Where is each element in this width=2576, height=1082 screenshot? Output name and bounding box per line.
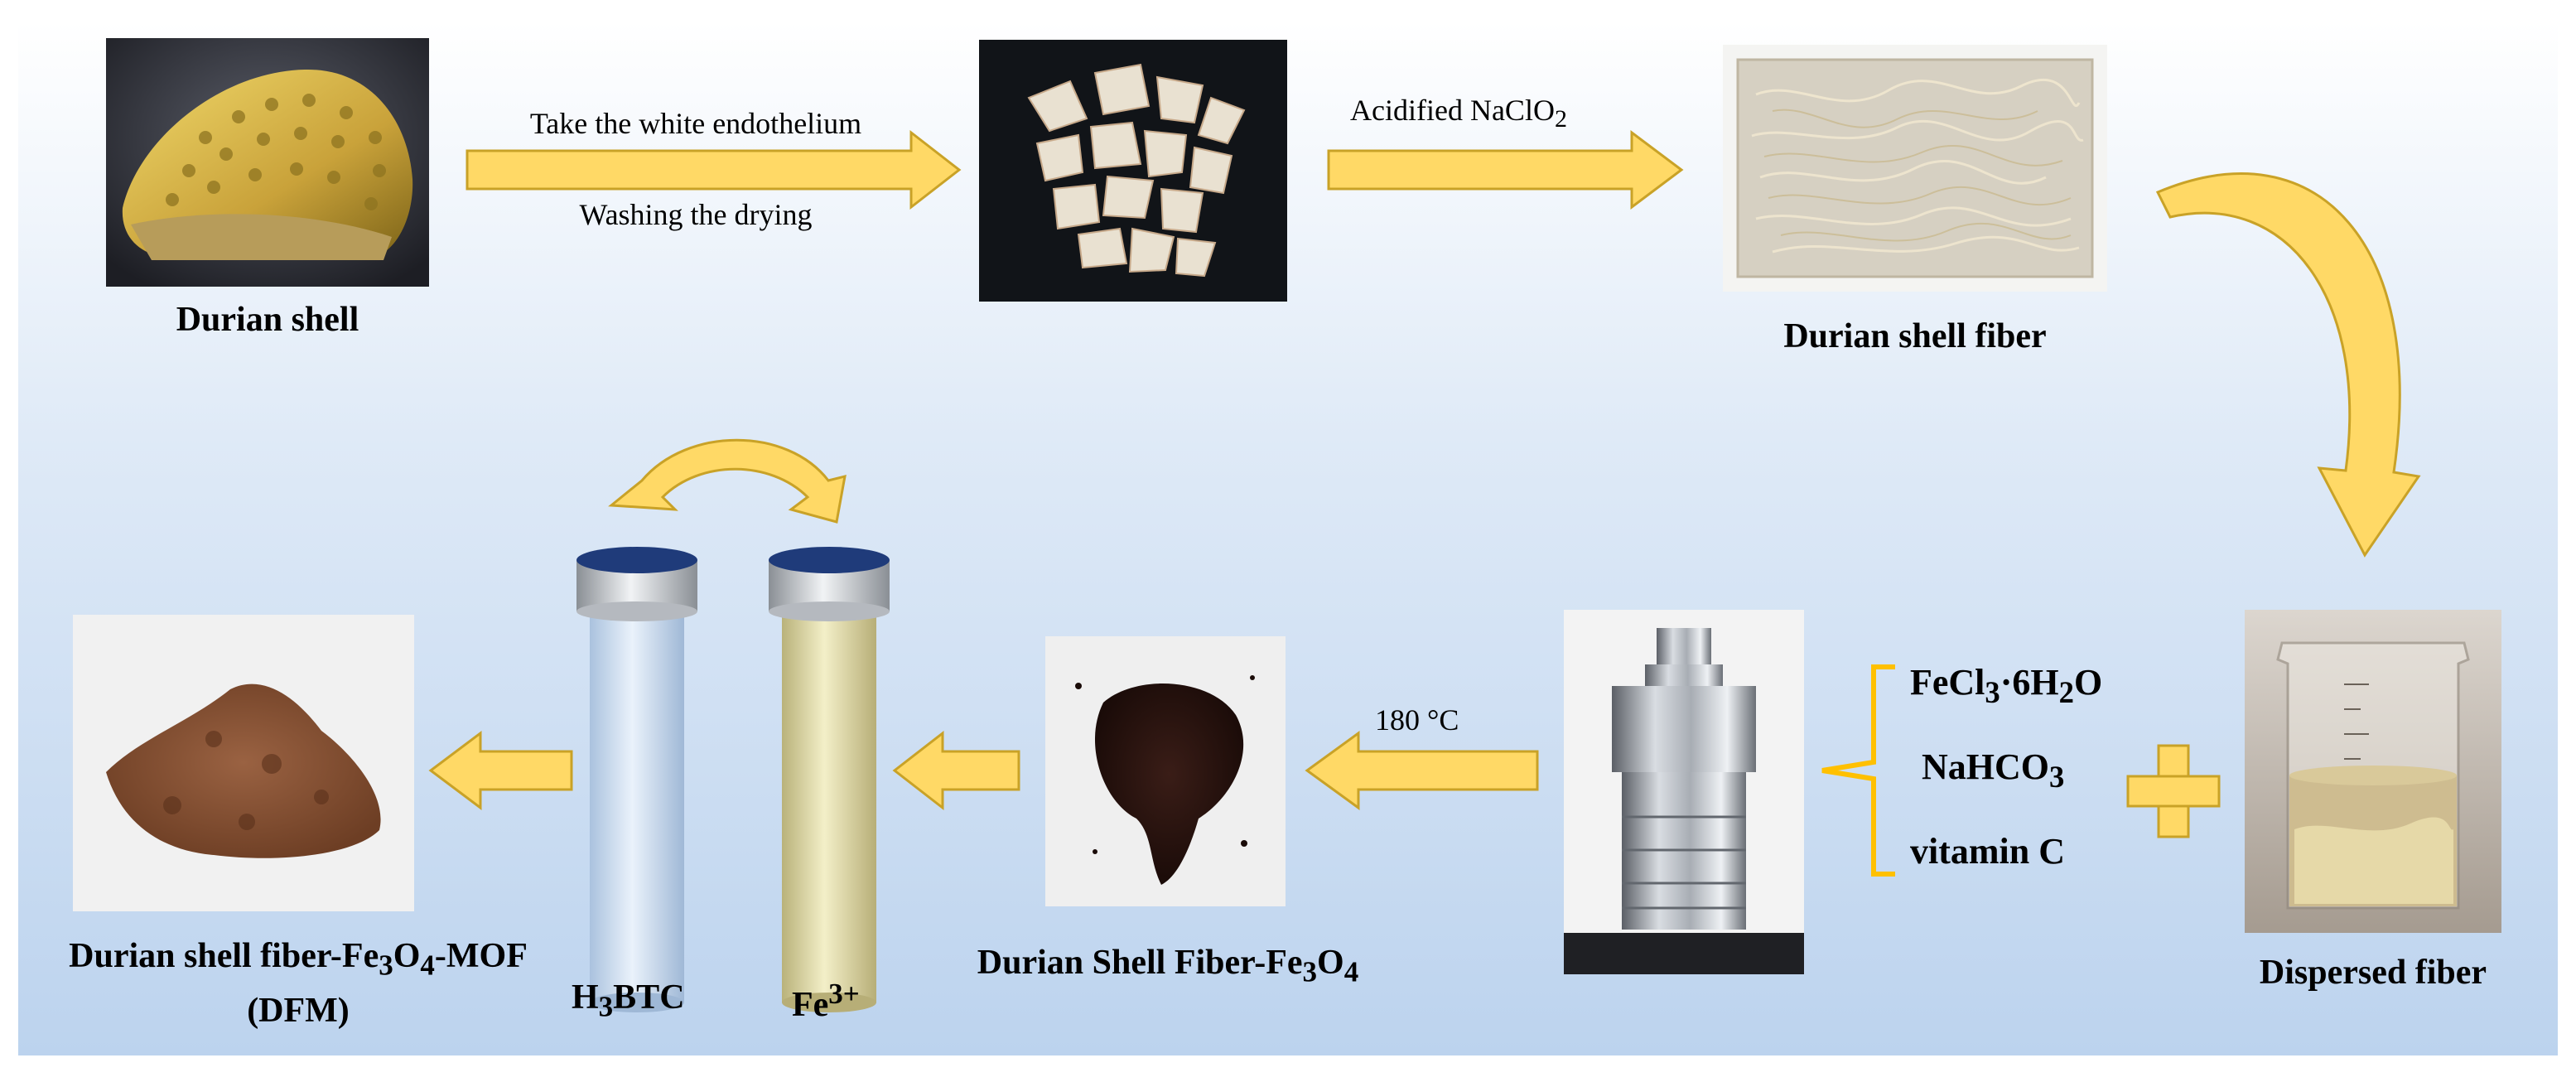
dispersed-fiber-photo (2245, 610, 2501, 933)
fe3o4-label-o: O (1317, 944, 1344, 982)
fe3o4-label-sub2: 4 (1343, 955, 1359, 988)
reagent-fecl3-a: FeCl (1910, 662, 1985, 703)
dfm-label-o: O (393, 937, 421, 975)
arrow2-label-sub: 2 (1554, 105, 1567, 133)
dfm-powder-photo (73, 615, 414, 911)
reagent-nahco3-a: NaHCO (1922, 746, 2049, 787)
reagent-fecl3-sub1: 3 (1985, 674, 2000, 709)
dfm-label-sub2: 4 (420, 949, 435, 982)
durian-shell-fiber-photo (1723, 45, 2107, 292)
arrow-reactor-to-fe3o4 (1305, 731, 1539, 810)
tube-fe3 (769, 547, 890, 1012)
durian-shell-label: Durian shell (176, 301, 359, 339)
curved-arrow-fiber-to-dispersed (2155, 172, 2421, 558)
tube-fe3-label-sup: 3+ (828, 978, 860, 1010)
reagent-nahco3: NaHCO3 (1922, 746, 2064, 795)
gradient-background (18, 22, 2558, 1055)
arrow-fe3o4-to-tubes (892, 730, 1020, 811)
arrow1-bottom-label: Washing the drying (579, 198, 813, 231)
tube-h3btc (576, 547, 697, 1012)
reagent-brace (1821, 664, 1895, 877)
fe3o4-label: Durian Shell Fiber-Fe3O4 (919, 943, 1416, 988)
tube-h3btc-label-sub: 3 (598, 990, 614, 1023)
durian-shell-photo (106, 38, 429, 287)
durian-shell-fiber-label: Durian shell fiber (1783, 317, 2047, 355)
arrow1-top-label: Take the white endothelium (529, 107, 862, 140)
dfm-label: Durian shell fiber-Fe3O4-MOF (8, 936, 588, 982)
dfm-label-sub: 3 (379, 949, 393, 982)
arrow-shell-to-endothelium (466, 129, 962, 210)
tube-fe3-label-fe: Fe (792, 986, 829, 1024)
tube-h3btc-label-h: H (572, 978, 599, 1017)
reagent-fecl3-b: ·6H (2000, 662, 2059, 703)
reagent-fecl3-c: O (2073, 662, 2103, 703)
tube-h3btc-label: H3BTC (572, 978, 685, 1023)
dfm-label-b: -MOF (434, 937, 528, 975)
autoclave-reactor-photo (1564, 610, 1804, 974)
dfm-label-a: Durian shell fiber-Fe (69, 937, 379, 975)
arrow-endothelium-to-fiber (1327, 130, 1684, 210)
white-endothelium-photo (979, 40, 1287, 302)
tube-fe3-label: Fe3+ (792, 978, 860, 1025)
arrow-tubes-to-dfm (428, 731, 573, 810)
reagent-fecl3: FeCl3·6H2O (1910, 661, 2102, 710)
reagent-fecl3-sub2: 2 (2058, 674, 2074, 709)
reagent-vitamin-c: vitamin C (1910, 830, 2065, 872)
reagent-vitamin-c-a: vitamin C (1910, 831, 2065, 872)
tube-h3btc-label-rest: BTC (613, 978, 685, 1017)
dfm-abbr-label: (DFM) (247, 992, 350, 1030)
fe3o4-label-sub: 3 (1302, 955, 1318, 988)
curved-arrow-between-tubes (608, 438, 847, 524)
plus-sign (2126, 744, 2221, 838)
temperature-label: 180 °C (1375, 703, 1459, 737)
arrow2-label-text: Acidified NaClO (1350, 94, 1555, 127)
fe3o4-powder-photo (1045, 636, 1286, 906)
arrow2-label: Acidified NaClO2 (1350, 93, 1567, 133)
dispersed-fiber-label: Dispersed fiber (2259, 954, 2487, 992)
reagent-nahco3-sub1: 3 (2049, 759, 2065, 794)
fe3o4-label-text: Durian Shell Fiber-Fe (977, 944, 1303, 982)
